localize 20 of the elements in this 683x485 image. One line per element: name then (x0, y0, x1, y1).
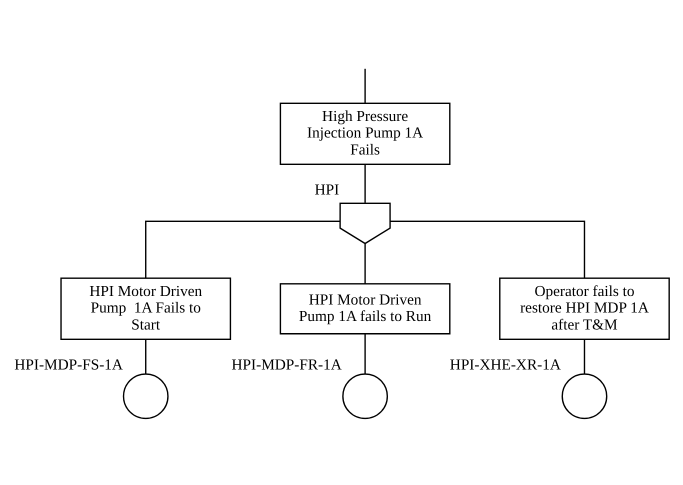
connector (364, 164, 366, 202)
node-label: HPI-XHE-XR-1A (450, 356, 561, 374)
node-circle (562, 372, 608, 419)
node-box: High Pressure Injection Pump 1A Fails (280, 102, 450, 165)
node-circle (342, 372, 388, 419)
node-gate (339, 202, 391, 244)
node-box: HPI Motor Driven Pump 1A fails to Run (280, 282, 450, 334)
node-box: Operator fails to restore HPI MDP 1A after T&M (499, 277, 670, 340)
connector (364, 243, 366, 284)
node-box: HPI Motor Driven Pump 1A Fails to Start (60, 277, 232, 340)
connector (584, 338, 586, 374)
connector (390, 220, 586, 278)
connector (145, 338, 146, 374)
node-label: HPI (314, 181, 340, 198)
connector (364, 334, 366, 374)
connector (145, 220, 340, 278)
node-label: HPI-MDP-FS-1A (14, 356, 123, 374)
node-circle (122, 372, 169, 419)
connector (364, 68, 366, 102)
node-label: HPI-MDP-FR-1A (232, 356, 342, 374)
